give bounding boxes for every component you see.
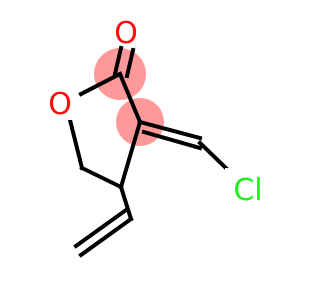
bonds [67, 45, 231, 258]
ring-oxygen-label: O [48, 87, 72, 122]
exocyclic-double-bond-2 [141, 129, 203, 151]
ring-bond-c2-o1 [78, 71, 123, 97]
carbonyl-bond-1 [112, 45, 124, 77]
vinyl-bond-single [118, 184, 134, 222]
vinyl-double-bond-2 [73, 207, 129, 249]
ring-bond-o1-c5 [67, 117, 85, 171]
ring-bond-c5-c4 [79, 165, 124, 190]
vinyl-double-bond-1 [78, 216, 134, 258]
carbonyl-bond-2 [124, 47, 136, 79]
carbonyl-oxygen-label: O [114, 16, 138, 51]
ring-bond-c3-c2 [117, 71, 143, 125]
bond-c-cl [197, 140, 231, 173]
ring-bond-c4-c3 [118, 119, 143, 190]
exocyclic-double-bond-1 [137, 119, 203, 141]
molecule-structure: O O Cl [48, 16, 263, 258]
chlorine-label: Cl [233, 173, 262, 208]
